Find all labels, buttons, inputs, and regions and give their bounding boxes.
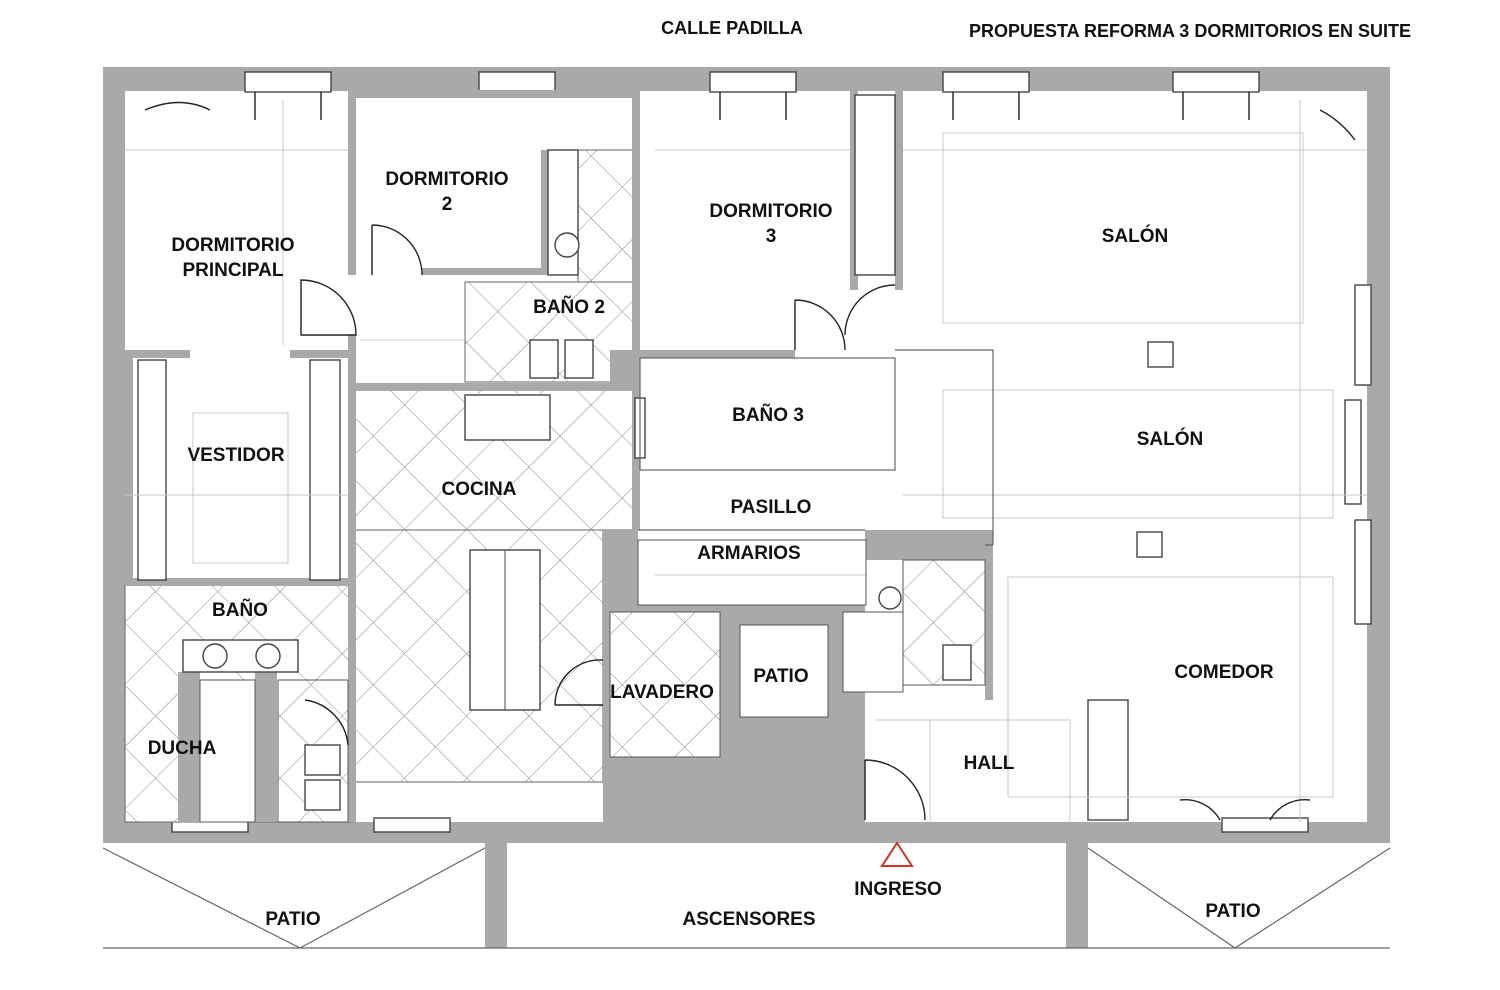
label-vestidor: VESTIDOR <box>187 445 284 466</box>
label-salon-mid: SALÓN <box>1137 428 1204 450</box>
label-dormitorio-principal-1: DORMITORIO <box>171 235 294 256</box>
label-dormitorio-2-2: 2 <box>442 194 453 215</box>
doors <box>144 101 1356 821</box>
label-patio-left: PATIO <box>265 909 320 930</box>
label-ducha: DUCHA <box>148 738 217 759</box>
layout-lines <box>125 100 1367 822</box>
windows-bottom-right <box>171 284 1372 833</box>
label-bano-2: BAÑO 2 <box>533 296 605 318</box>
label-bano-3: BAÑO 3 <box>732 404 804 426</box>
label-patio-inner: PATIO <box>753 666 808 687</box>
label-armarios: ARMARIOS <box>697 543 800 564</box>
label-salon-top: SALÓN <box>1102 225 1169 247</box>
label-hall: HALL <box>964 753 1015 774</box>
label-dormitorio-2-1: DORMITORIO <box>385 169 508 190</box>
label-comedor: COMEDOR <box>1174 662 1274 683</box>
label-patio-right: PATIO <box>1205 901 1260 922</box>
label-dormitorio-3-1: DORMITORIO <box>709 201 832 222</box>
label-cocina: COCINA <box>442 479 517 500</box>
label-dormitorio-3-2: 3 <box>766 226 777 247</box>
fixtures <box>137 94 1174 821</box>
label-dormitorio-principal-2: PRINCIPAL <box>183 260 284 281</box>
entrance-triangle-icon <box>880 841 914 867</box>
plan-title: PROPUESTA REFORMA 3 DORMITORIOS EN SUITE <box>969 21 1411 41</box>
street-label: CALLE PADILLA <box>661 18 803 38</box>
label-lavadero: LAVADERO <box>610 682 714 703</box>
label-bano: BAÑO <box>212 599 268 621</box>
exterior-areas <box>102 841 1391 949</box>
label-ascensores: ASCENSORES <box>682 909 815 930</box>
label-pasillo: PASILLO <box>731 497 812 518</box>
windows-top <box>244 71 1260 120</box>
label-ingreso: INGRESO <box>854 879 942 900</box>
exterior-walls <box>103 67 1390 948</box>
